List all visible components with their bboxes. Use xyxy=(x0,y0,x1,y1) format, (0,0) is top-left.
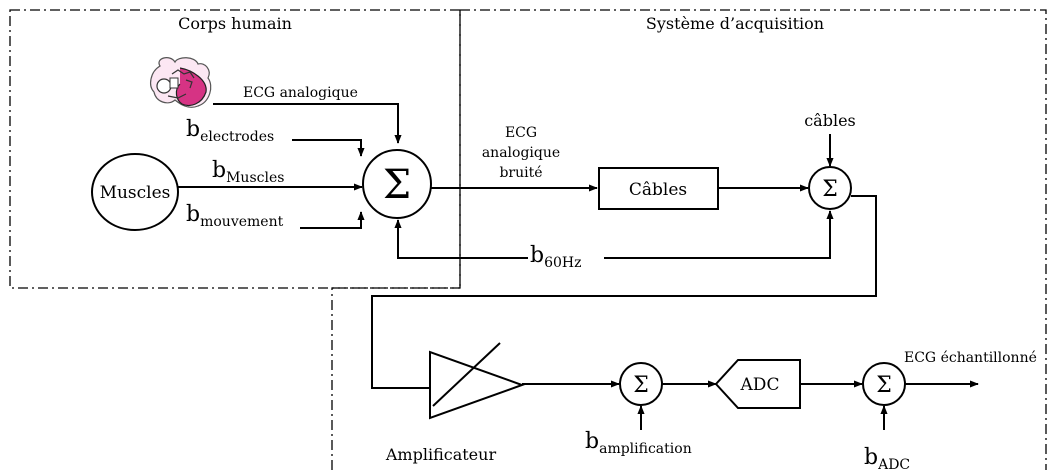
sum-adc-symbol: Σ xyxy=(876,373,892,398)
noise-mouvement-label: bmouvement xyxy=(186,202,284,230)
cables-block xyxy=(598,167,719,210)
route-to-amplifier xyxy=(371,195,877,389)
cables-block-label: Câbles xyxy=(629,180,687,200)
amplifier-label: Amplificateur xyxy=(385,445,497,464)
noise-electrodes-label: belectrodes xyxy=(186,117,274,145)
region-systeme-acquisition-label: Système d’acquisition xyxy=(646,14,824,33)
amplifier-block xyxy=(429,350,525,420)
muscles-block xyxy=(91,153,179,231)
region-corps-humain xyxy=(9,9,461,289)
sum-main xyxy=(362,149,432,219)
heart-icon xyxy=(150,57,212,108)
noise-electrodes-arrow xyxy=(292,139,365,157)
noise-60hz-line-right xyxy=(604,210,834,259)
sum-cables xyxy=(808,166,852,210)
ecg-bruite-label-3: bruité xyxy=(499,165,542,181)
sum-main-symbol: Σ xyxy=(383,162,411,208)
noise-60hz-label: b60Hz xyxy=(530,243,582,271)
sum-cables-symbol: Σ xyxy=(822,177,838,202)
noise-amplification-label: bamplification xyxy=(585,429,692,457)
noise-muscles-label: bMuscles xyxy=(212,158,284,186)
ecg-analogique-label: ECG analogique xyxy=(243,85,358,101)
noise-mouvement-arrow xyxy=(300,211,365,229)
amplifier-gain-slash xyxy=(432,342,501,407)
ecg-analogique-arrow xyxy=(213,103,402,144)
ecg-echantillonne-label: ECG échantillonné xyxy=(904,350,1037,366)
region-systeme-acquisition xyxy=(331,9,1047,470)
sum-amplification-symbol: Σ xyxy=(633,373,649,398)
adc-block-label: ADC xyxy=(740,375,780,395)
noise-cables-label: câbles xyxy=(804,111,856,130)
region-corps-humain-label: Corps humain xyxy=(178,14,292,33)
ecg-bruite-label-1: ECG xyxy=(505,125,537,141)
noise-adc-label: bADC xyxy=(864,445,910,473)
noise-60hz-line-left xyxy=(394,219,528,259)
ecg-bruite-label-2: analogique xyxy=(482,145,560,161)
muscles-block-label: Muscles xyxy=(100,183,171,203)
